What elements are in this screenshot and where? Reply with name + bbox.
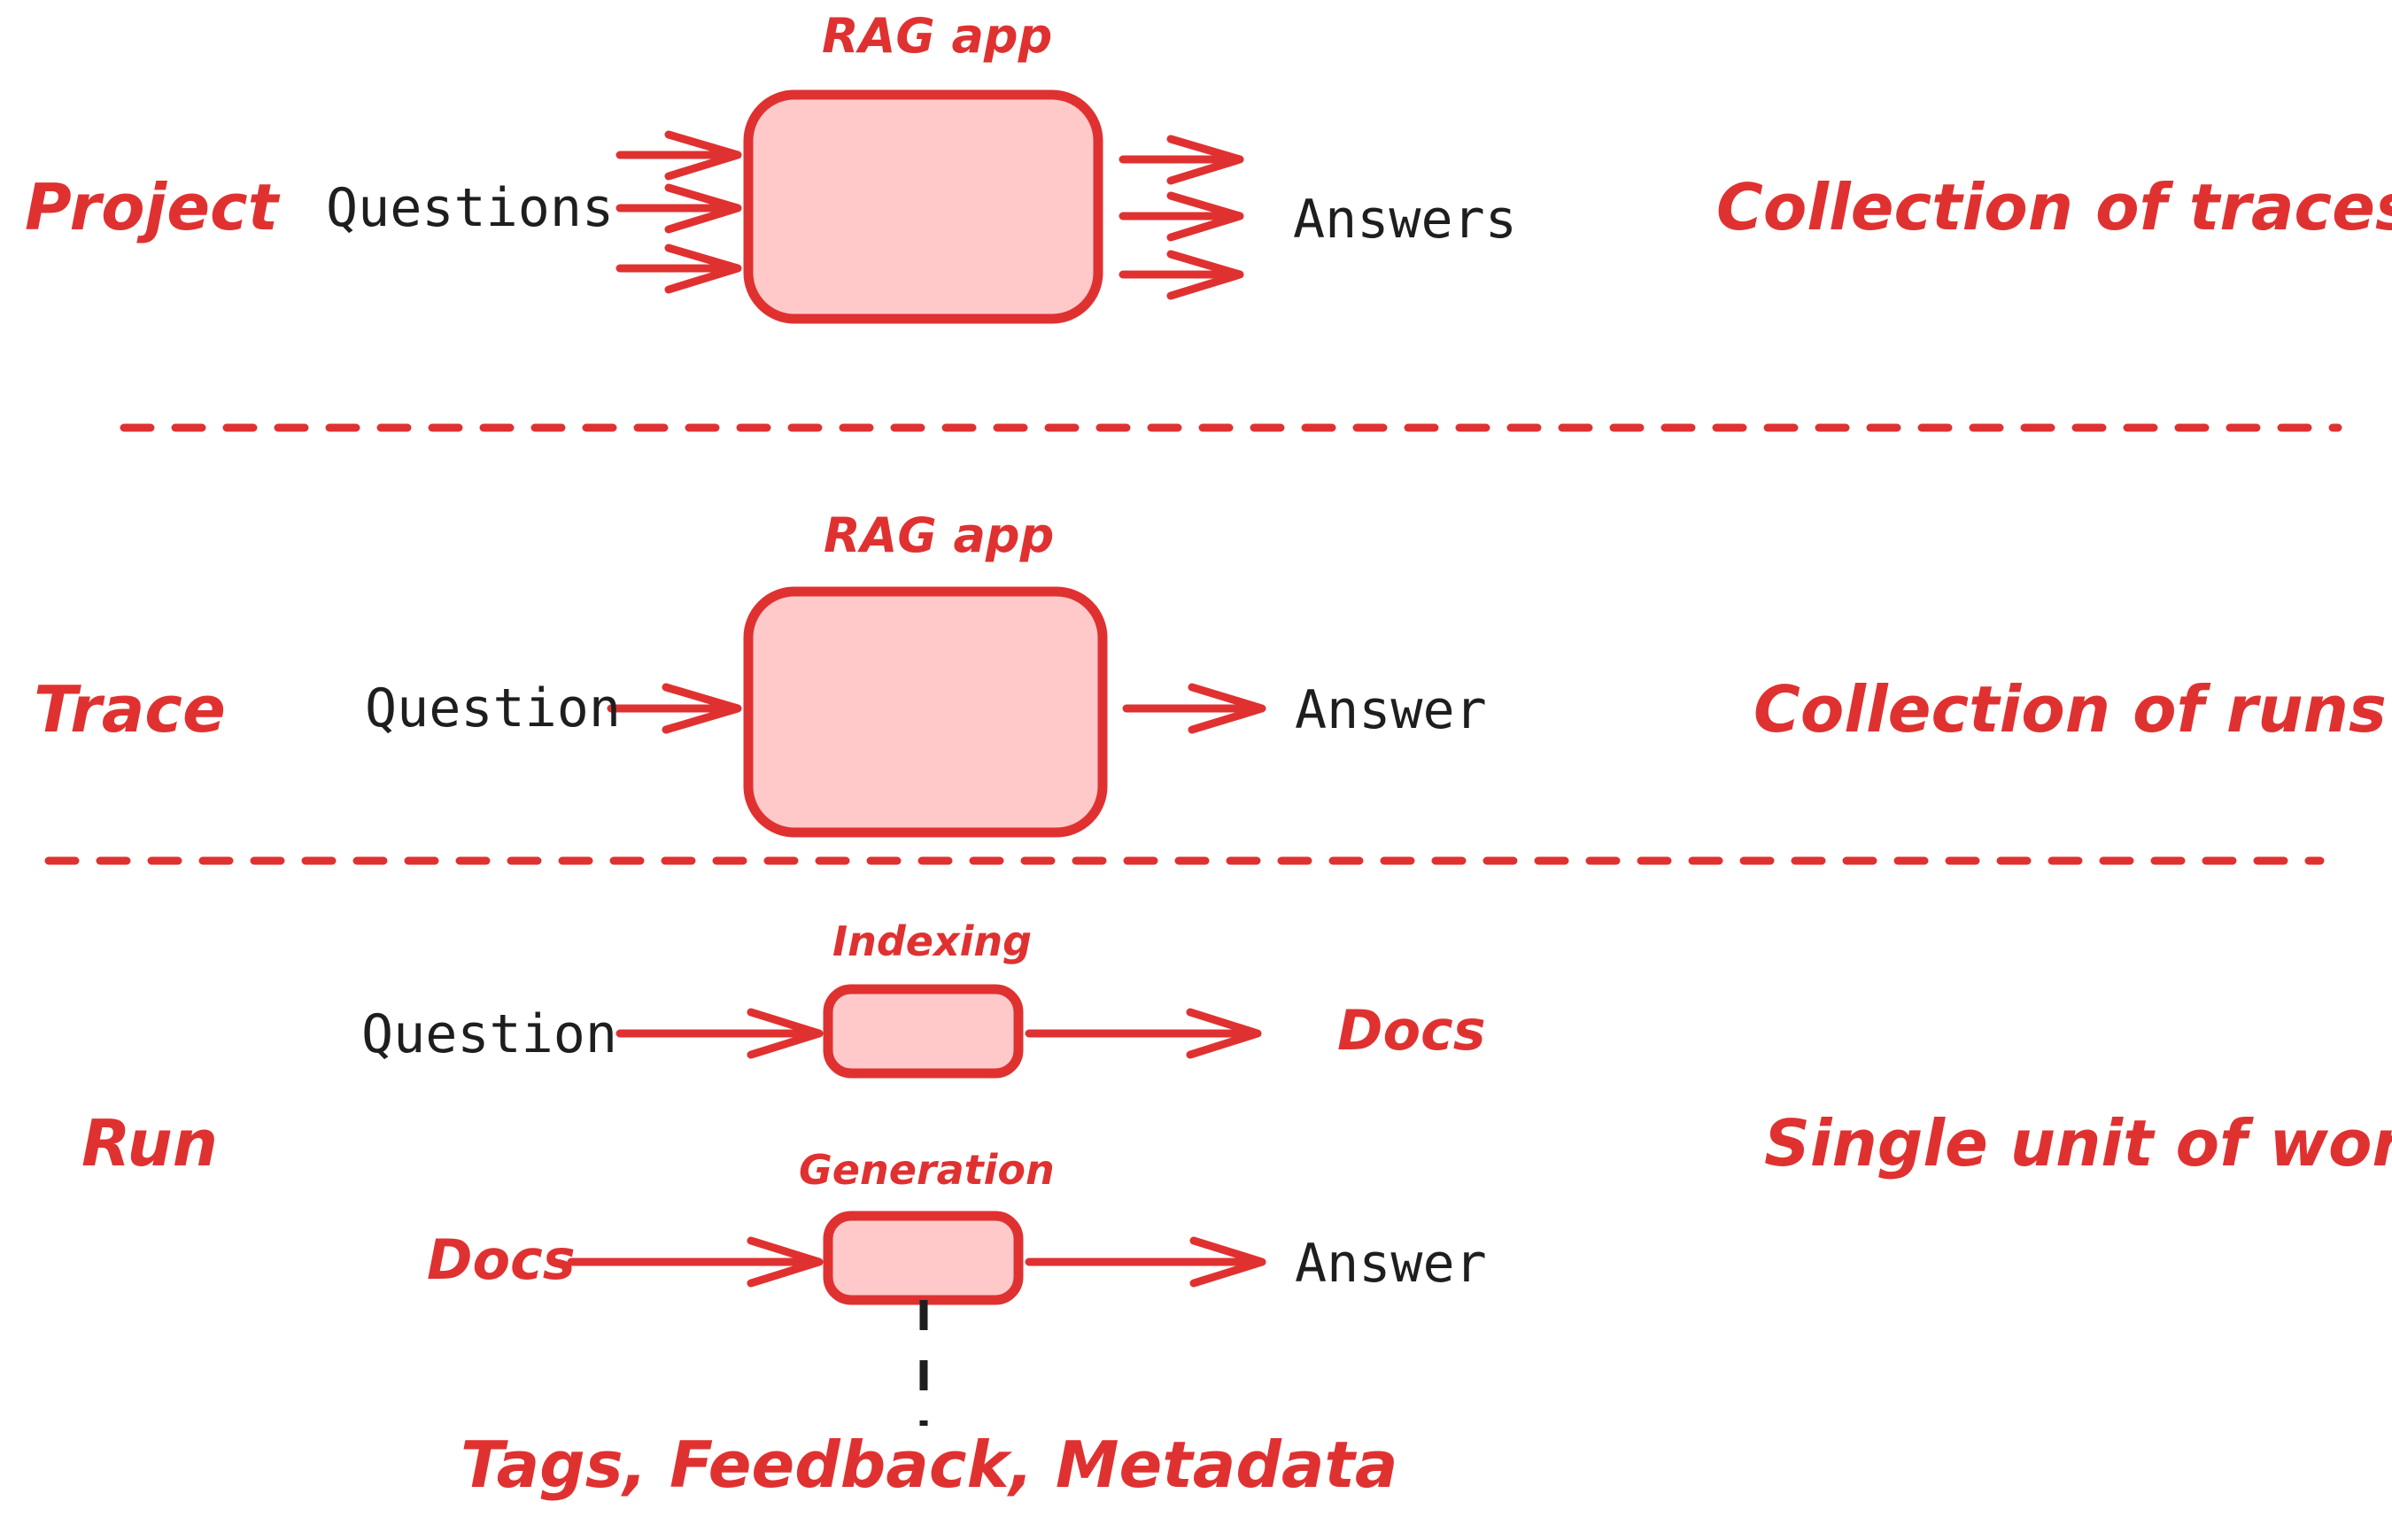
project-rag-app-box <box>743 89 1103 324</box>
project-box-title: RAG app <box>822 8 1053 64</box>
section-label-trace: Trace <box>34 672 226 747</box>
run-indexing-input-label: Question <box>361 1003 617 1065</box>
run-generation-input-arrow <box>567 1236 824 1288</box>
run-annotation-label: Tags, Feedback, Metadata <box>461 1428 1398 1502</box>
run-indexing-output-label: Docs <box>1337 998 1486 1063</box>
run-generation-input-label: Docs <box>427 1227 576 1292</box>
run-generation-box <box>823 1211 1024 1305</box>
trace-output-arrow <box>1122 683 1266 734</box>
section-label-project: Project <box>25 170 279 244</box>
run-indexing-box-title: Indexing <box>832 917 1033 965</box>
run-generation-output-label: Answer <box>1295 1233 1487 1295</box>
run-generation-output-arrow <box>1025 1236 1266 1288</box>
trace-input-arrow <box>607 683 742 734</box>
run-indexing-input-arrow <box>615 1008 824 1059</box>
section-desc-run: Single unit of work <box>1764 1106 2392 1180</box>
section-desc-trace: Collection of runs <box>1753 672 2387 747</box>
trace-input-label: Question <box>365 677 621 739</box>
trace-box-title: RAG app <box>824 507 1055 563</box>
project-input-arrows <box>615 130 742 294</box>
run-generation-box-title: Generation <box>799 1146 1055 1194</box>
run-indexing-box <box>823 984 1024 1079</box>
project-output-label: Answers <box>1293 189 1517 251</box>
project-input-label: Questions <box>326 177 615 239</box>
section-label-run: Run <box>81 1106 219 1180</box>
run-indexing-output-arrow <box>1025 1008 1262 1059</box>
trace-output-label: Answer <box>1295 679 1487 741</box>
section-desc-project: Collection of traces <box>1716 170 2392 244</box>
trace-rag-app-box <box>743 586 1108 838</box>
project-output-arrows <box>1119 135 1244 300</box>
